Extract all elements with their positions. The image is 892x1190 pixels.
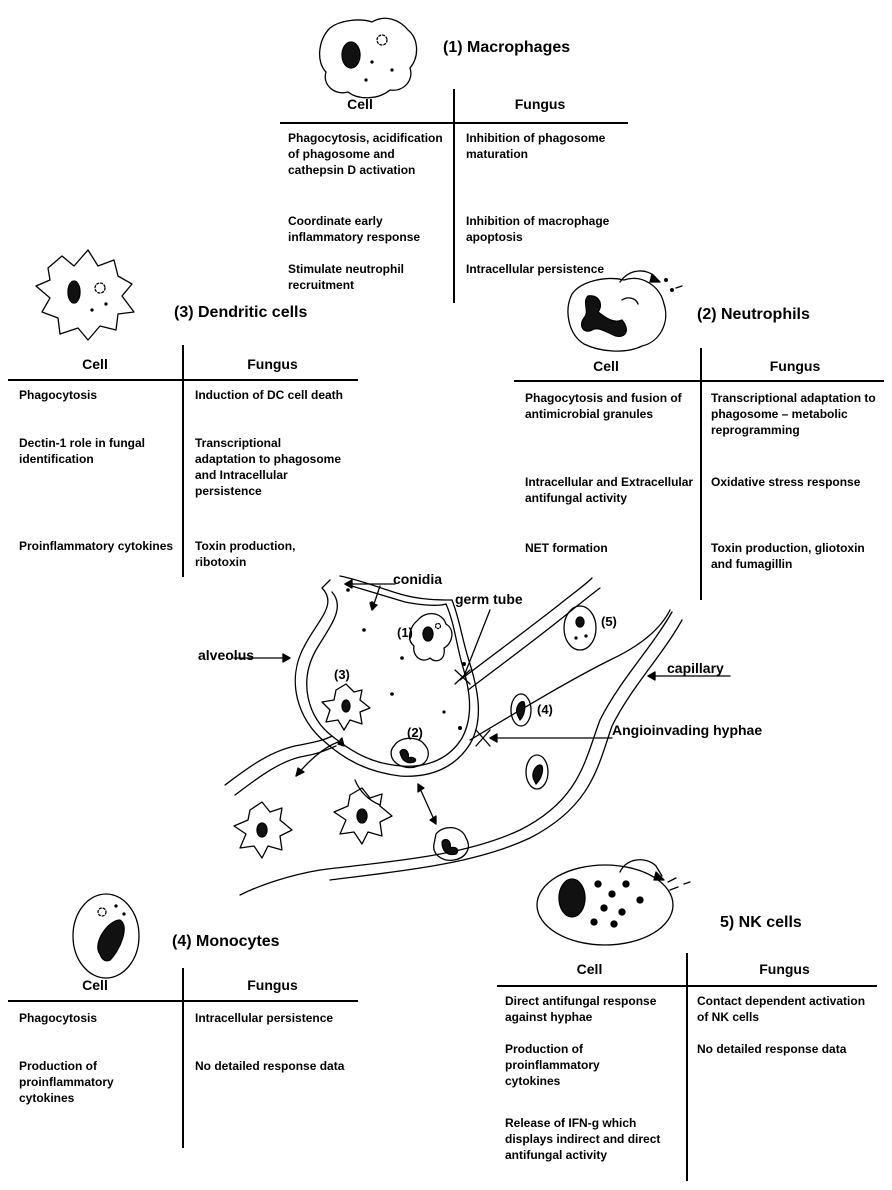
- neutrophils-fungus-1: Transcriptional adaptation to phagosome …: [711, 391, 876, 437]
- diagram-label-1: (1): [397, 625, 413, 640]
- neutrophil-icon: [567, 270, 683, 352]
- arrows: [233, 579, 731, 825]
- diagram-label-5: (5): [601, 614, 617, 629]
- dendritic-cell-1: Phagocytosis: [19, 388, 98, 402]
- diagram-label-2: (2): [407, 725, 423, 740]
- conidia-label: conidia: [393, 571, 443, 587]
- nk-cell-1: Direct antifungal response against hypha…: [505, 994, 657, 1024]
- diagram-label-3: (3): [334, 667, 350, 682]
- dendritic-title: (3) Dendritic cells: [174, 304, 308, 321]
- diagram-monocyte-icon: [510, 693, 549, 790]
- neutrophils-fungus-3: Toxin production, gliotoxin and fumagill…: [711, 541, 865, 571]
- monocytes-fungus-header: Fungus: [247, 977, 298, 993]
- neutrophils-cell-header: Cell: [593, 358, 619, 374]
- nk-cell-icon: [536, 859, 691, 946]
- monocytes-title: (4) Monocytes: [172, 933, 280, 950]
- macrophages-column-rule: [453, 89, 455, 303]
- diagram-label-4: (4): [537, 702, 553, 717]
- diagram-neutrophil-icon: [390, 737, 429, 769]
- alveolus-wall: [294, 575, 480, 777]
- dendritic-cell-icon: [35, 249, 135, 341]
- monocyte-icon: [72, 893, 140, 979]
- neutrophils-header-rule: [514, 380, 884, 382]
- macrophage-icon: [319, 17, 418, 99]
- macrophages-title: (1) Macrophages: [443, 39, 571, 56]
- monocytes-cell-1: Phagocytosis: [19, 1011, 98, 1025]
- monocytes-cell-header: Cell: [82, 977, 108, 993]
- nk-fungus-2: No detailed response data: [697, 1042, 847, 1056]
- tissue-lines: [224, 577, 683, 896]
- neutrophils-cell-1: Phagocytosis and fusion of antimicrobial…: [525, 391, 682, 421]
- dendritic-fungus-3: Toxin production, ribotoxin: [195, 539, 296, 569]
- nk-cell-2: Production of proinflammatory cytokines: [505, 1042, 600, 1088]
- nk-title: 5) NK cells: [720, 914, 802, 931]
- nk-cell-header: Cell: [576, 961, 603, 977]
- diagram-dendritic-icon: [321, 683, 371, 731]
- dendritic-fungus-1: Induction of DC cell death: [195, 388, 344, 402]
- angioinvading-hyphae-label: Angioinvading hyphae: [612, 722, 763, 738]
- dendritic-cell-2: Dectin-1 role in fungal identification: [19, 436, 146, 466]
- neutrophils-cell-2: Intracellular and Extracellular antifung…: [525, 475, 694, 505]
- nk-cell-3: Release of IFN-g which displays indirect…: [505, 1116, 661, 1162]
- macrophages-fungus-header: Fungus: [514, 96, 566, 112]
- germ-tube-label: germ tube: [455, 591, 523, 607]
- nk-fungus-header: Fungus: [759, 961, 810, 977]
- dendritic-fungus-2: Transcriptional adaptation to phagosome …: [195, 436, 342, 498]
- neutrophils-title: (2) Neutrophils: [697, 306, 810, 323]
- macrophages-fungus-3: Intracellular persistence: [466, 262, 605, 276]
- monocytes-column-rule: [182, 968, 184, 1148]
- macrophages-cell-3: Stimulate neutrophil recruitment: [288, 262, 405, 292]
- macrophages-fungus-2: Inhibition of macrophage apoptosis: [466, 214, 610, 244]
- neutrophils-fungus-header: Fungus: [769, 358, 821, 374]
- macrophages-cell-header: Cell: [347, 96, 373, 112]
- monocytes-fungus-2: No detailed response data: [195, 1059, 345, 1073]
- diagram-macrophage-icon: [408, 613, 453, 662]
- neutrophils-fungus-2: Oxidative stress response: [711, 475, 861, 489]
- nk-column-rule: [686, 953, 688, 1181]
- capillary-label: capillary: [667, 660, 724, 676]
- monocytes-cell-2: Production of proinflammatory cytokines: [19, 1059, 114, 1105]
- diagram-nk-icon: [563, 605, 597, 651]
- dendritic-cell-header: Cell: [82, 356, 108, 372]
- macrophages-cell-1: Phagocytosis, acidification of phagosome…: [288, 131, 443, 177]
- dendritic-fungus-header: Fungus: [247, 356, 298, 372]
- neutrophils-cell-3: NET formation: [525, 541, 608, 555]
- dendritic-column-rule: [182, 345, 184, 577]
- macrophages-fungus-1: Inhibition of phagosome maturation: [466, 131, 606, 161]
- neutrophils-column-rule: [700, 348, 702, 600]
- macrophages-cell-2: Coordinate early inflammatory response: [288, 214, 421, 244]
- alveolus-label: alveolus: [198, 647, 255, 663]
- monocytes-fungus-1: Intracellular persistence: [195, 1011, 334, 1025]
- diagram-migrating-cells-icon: [233, 787, 469, 861]
- dendritic-cell-3: Proinflammatory cytokines: [19, 539, 174, 553]
- nk-fungus-1: Contact dependent activation of NK cells: [697, 994, 866, 1024]
